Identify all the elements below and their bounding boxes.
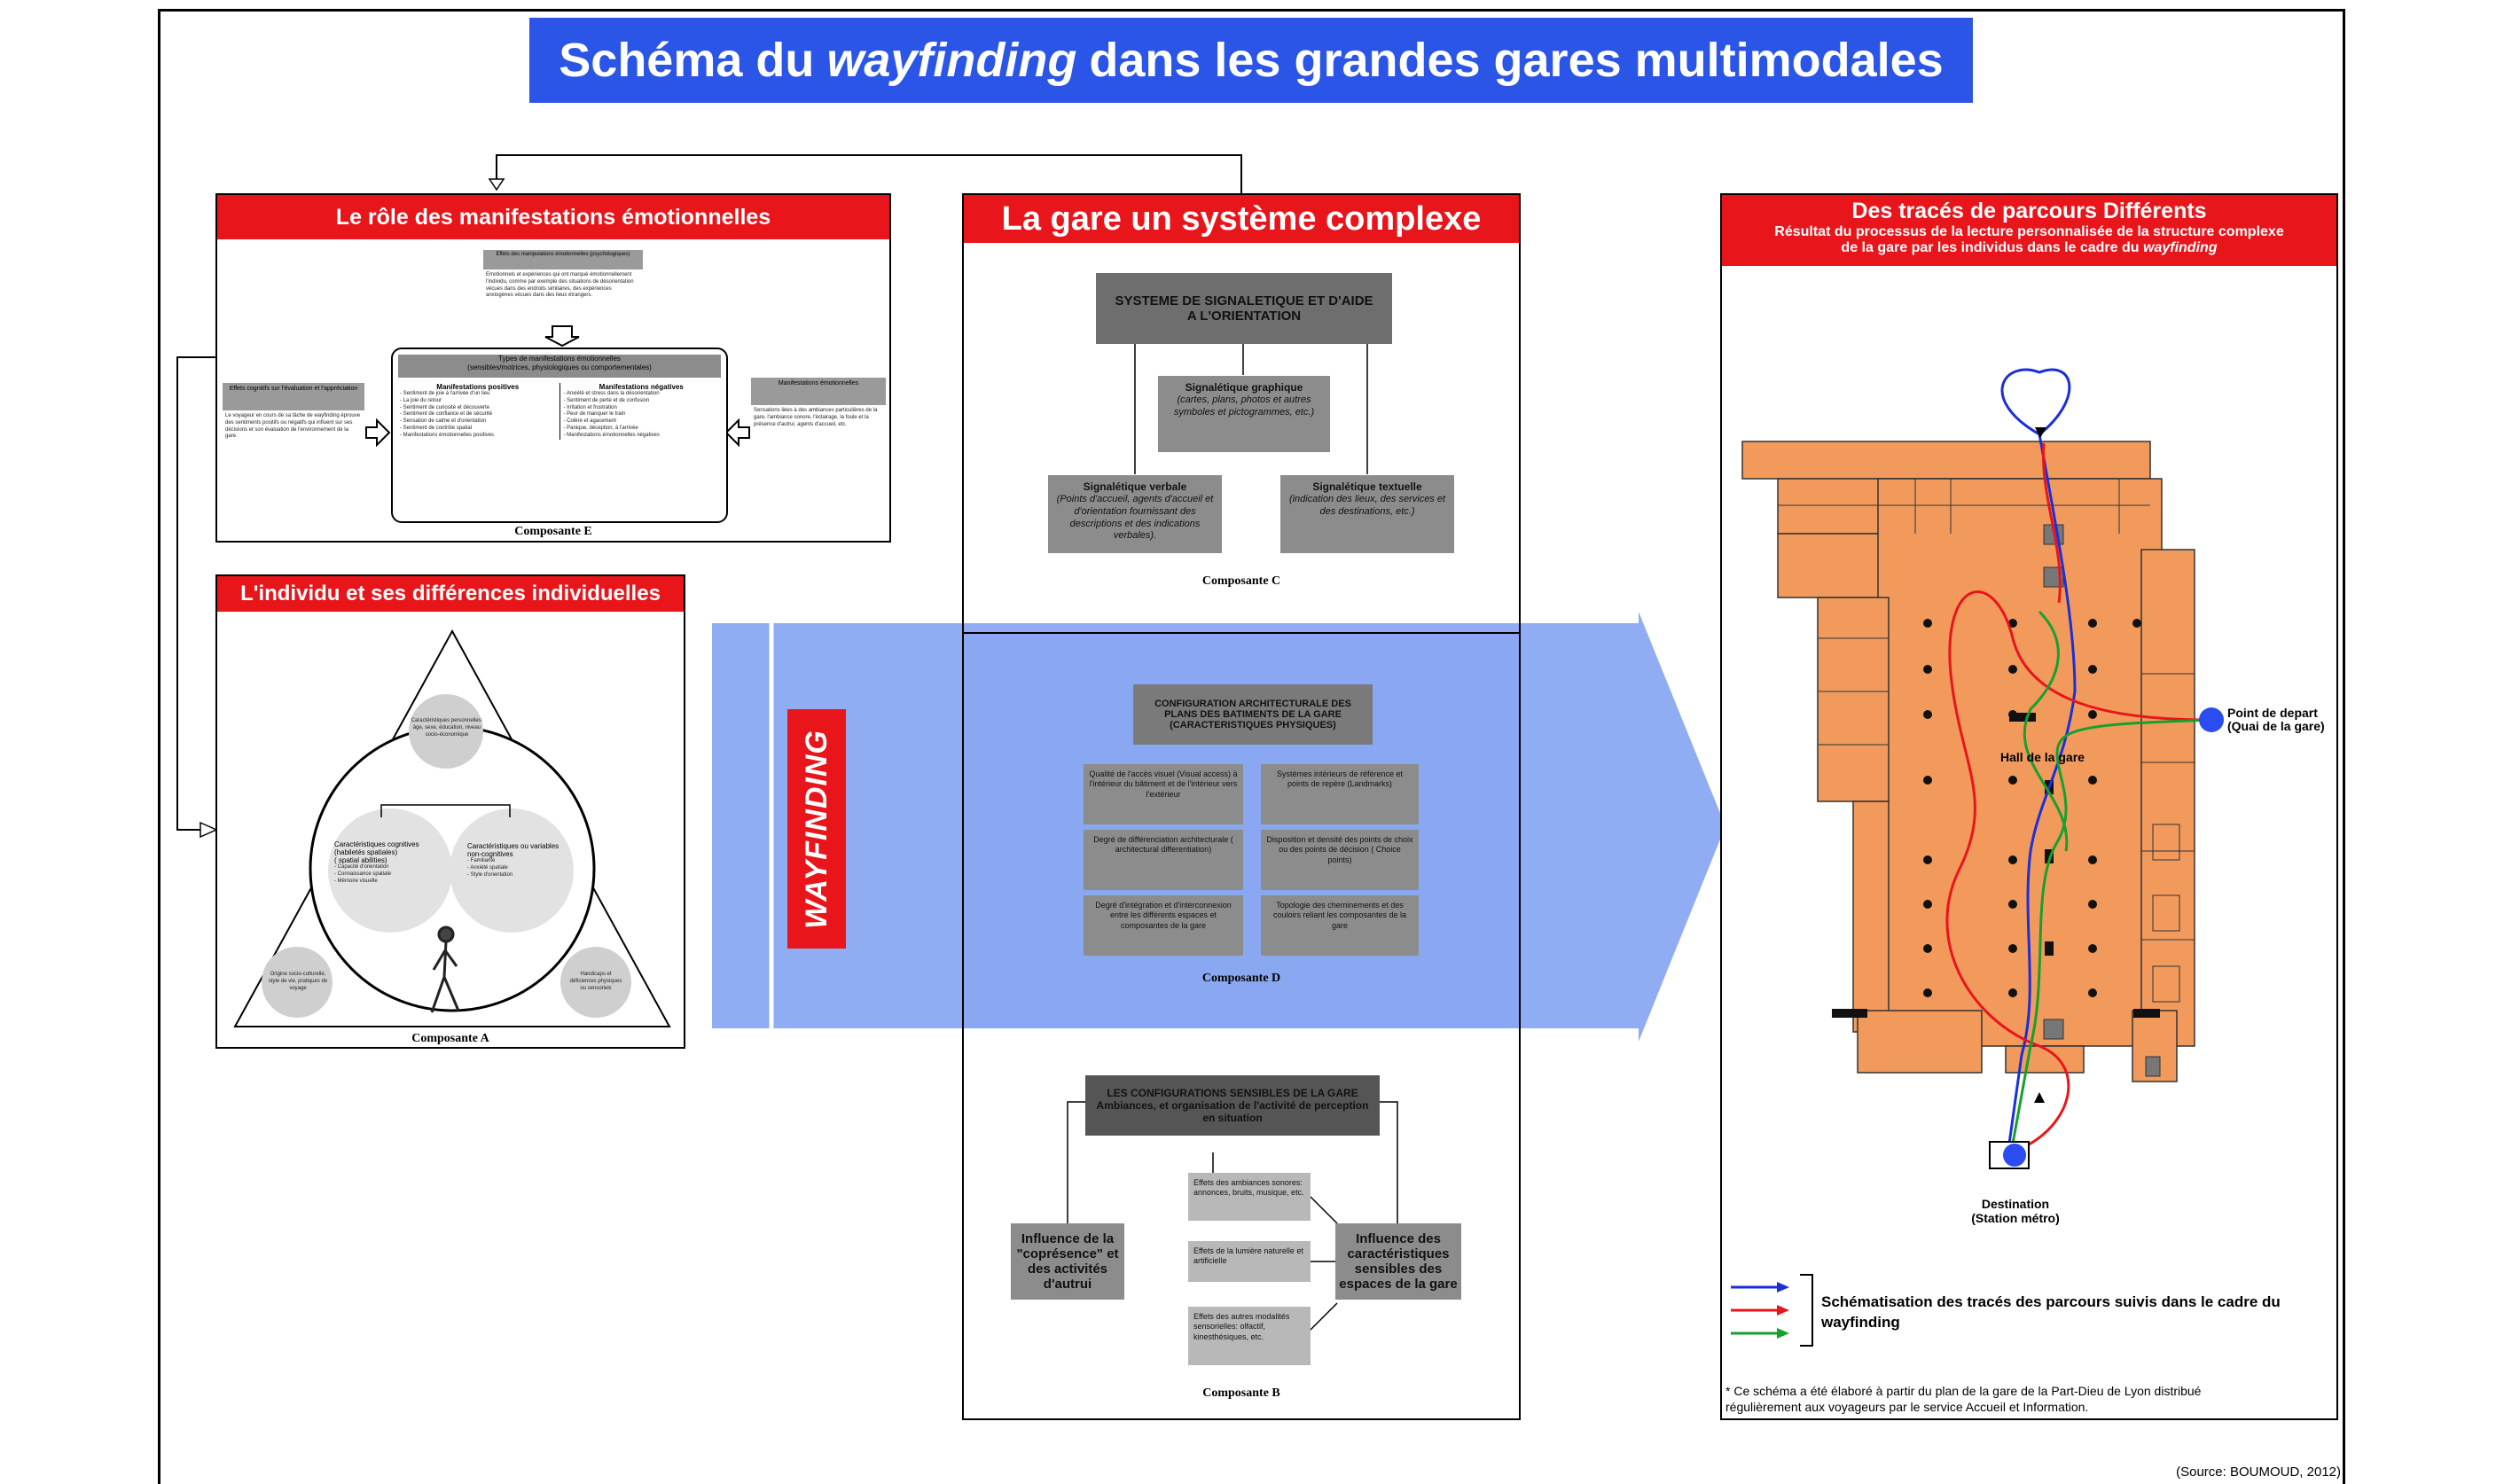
component-a-label: Composante A: [411, 1032, 489, 1045]
landmarks-box: Systèmes intérieurs de référence et poin…: [1261, 764, 1419, 824]
component-c-label: Composante C: [1201, 574, 1281, 588]
emotions-top-box: Effets des manipulations émotionnelles (…: [483, 250, 643, 326]
integration-box: Degré d'intégration et d'interconnexion …: [1084, 895, 1243, 956]
component-d-label: Composante D: [1201, 972, 1281, 985]
source-credit: (Source: BOUMOUD, 2012): [2176, 1464, 2341, 1480]
legend-text: Schématisation des tracés des parcours s…: [1821, 1293, 2281, 1331]
verbal-signage-box: Signalétique verbale(Points d'accueil, a…: [1048, 475, 1222, 553]
light-effects-box: Effets de la lumière naturelle et artifi…: [1188, 1241, 1311, 1282]
cognitive-traits: Caractéristiques cognitives (habiletés s…: [334, 840, 419, 884]
wayfinding-label: WAYFINDING: [787, 709, 846, 949]
panel-emotions-header: Le rôle des manifestations émotionnelles: [217, 195, 889, 239]
emotions-center-box: Types de manifestations émotionnelles(se…: [391, 348, 728, 523]
panel-individual: L'individu et ses différences individuel…: [215, 574, 685, 1049]
emotions-right-box: Manifestations émotionnelles Sensations …: [751, 378, 886, 475]
noncognitive-traits: Caractéristiques ou variables non-cognit…: [467, 842, 559, 878]
sensitive-config-box: LES CONFIGURATIONS SENSIBLES DE LA GARE …: [1085, 1075, 1380, 1136]
panel-station-system: La gare un système complexe: [962, 193, 1521, 1420]
panel-routes-header: Des tracés de parcours Différents Résult…: [1722, 195, 2336, 266]
sensitive-features-box: Influence des caractéristiques sensibles…: [1335, 1223, 1461, 1300]
differentiation-box: Degré de différenciation architecturale …: [1084, 830, 1243, 890]
topology-box: Topologie des cheminements et des couloi…: [1261, 895, 1419, 956]
other-senses-box: Effets des autres modalités sensorielles…: [1188, 1307, 1311, 1365]
copresence-box: Influence de la "coprésence" et des acti…: [1011, 1223, 1124, 1300]
walking-person-icon: [430, 926, 460, 1013]
signage-system-box: SYSTEME DE SIGNALETIQUE ET D'AIDE A L'OR…: [1096, 273, 1392, 344]
page-frame: [158, 9, 2345, 1484]
legend-route-arrows: [1731, 1274, 1813, 1347]
plan-note: * Ce schéma a été élaboré à partir du pl…: [1725, 1384, 2202, 1415]
graphic-signage-box: Signalétique graphique(cartes, plans, ph…: [1158, 376, 1330, 452]
textual-signage-box: Signalétique textuelle(indication des li…: [1280, 475, 1454, 553]
panel-routes: Des tracés de parcours Différents Résult…: [1720, 193, 2338, 1420]
start-point-marker: [2199, 707, 2224, 732]
component-b-label: Composante B: [1202, 1386, 1280, 1400]
emotions-left-box: Effets cognitifs sur l'évaluation et l'a…: [223, 383, 364, 479]
sound-effects-box: Effets des ambiances sonores: annonces, …: [1188, 1173, 1311, 1221]
panel-station-header: La gare un système complexe: [964, 195, 1519, 243]
start-point-label: Point de depart(Quai de la gare): [2227, 706, 2325, 734]
visual-access-box: Qualité de l'accès visuel (Visual access…: [1084, 764, 1243, 824]
choice-points-box: Disposition et densité des points de cho…: [1261, 830, 1419, 890]
hall-label: Hall de la gare: [2000, 750, 2085, 764]
station-plan: [1741, 441, 2195, 1082]
destination-marker: [2003, 1144, 2026, 1167]
destination-label: Destination(Station métro): [1971, 1197, 2060, 1226]
panel-individual-header: L'individu et ses différences individuel…: [217, 576, 684, 612]
architecture-config-box: CONFIGURATION ARCHITECTURALE DES PLANS D…: [1133, 684, 1373, 745]
component-e-label: Composante E: [514, 525, 592, 538]
panel-emotions: Le rôle des manifestations émotionnelles…: [215, 193, 891, 543]
